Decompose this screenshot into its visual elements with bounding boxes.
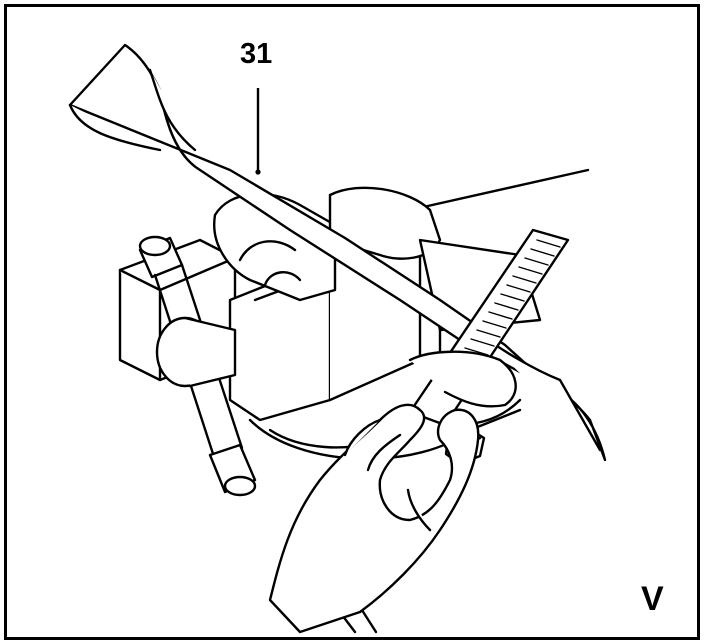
vise-spindle-knob (155, 316, 237, 388)
mower-blade (68, 43, 607, 462)
figure-letter: V (641, 580, 664, 618)
vise-handle (138, 235, 257, 497)
hands (268, 350, 517, 634)
callout-number: 31 (240, 38, 273, 70)
